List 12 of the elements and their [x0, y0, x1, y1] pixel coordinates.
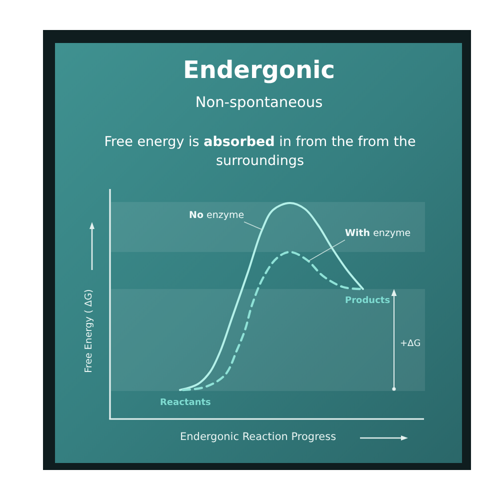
leader-line: [244, 222, 263, 230]
x-axis-title: Endergonic Reaction Progress: [180, 431, 336, 444]
title: Endergonic: [183, 57, 335, 85]
subtitle: Non-spontaneous: [195, 95, 323, 112]
reactants-label: Reactants: [160, 398, 211, 408]
leader-line: [308, 240, 346, 262]
description-text: Free energy is absorbed in from the from the surroundings: [103, 133, 417, 171]
y-axis-title: Free Energy ( ΔG): [84, 289, 96, 373]
delta-g-label: +ΔG: [400, 339, 421, 350]
products-label: Products: [345, 296, 390, 306]
curve-label: With enzyme: [345, 229, 411, 240]
curve-label: No enzyme: [189, 211, 244, 222]
